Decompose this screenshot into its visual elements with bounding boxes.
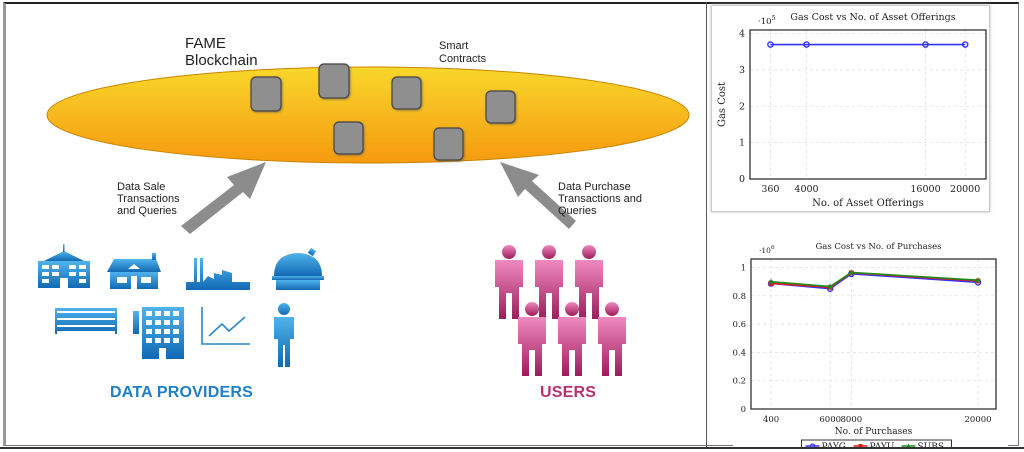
plot-area-frame bbox=[750, 258, 997, 410]
chart-title: Gas Cost vs No. of Purchases bbox=[816, 242, 942, 252]
data-point bbox=[848, 269, 854, 275]
blockchain-label-line: FAME bbox=[185, 35, 226, 52]
x-tick-label: 400 bbox=[763, 415, 779, 425]
y-axis-label: Gas Cost bbox=[717, 82, 728, 127]
x-tick-label: 8000 bbox=[841, 415, 863, 425]
x-tick-label: 360 bbox=[761, 184, 779, 195]
data-point bbox=[803, 41, 810, 48]
y-axis-multiplier: ·106 bbox=[759, 245, 775, 255]
person-icon bbox=[274, 303, 294, 367]
smart-contract-block bbox=[333, 121, 364, 155]
smart-contract-block bbox=[433, 127, 464, 161]
y-tick-label: 0.2 bbox=[733, 377, 746, 387]
data-purchase-label: Data Purchase Transactions and Queries bbox=[558, 181, 642, 217]
y-tick-label: 0.4 bbox=[733, 348, 746, 358]
data-sale-label: Data Sale Transactions and Queries bbox=[117, 181, 180, 217]
x-tick-label: 16000 bbox=[910, 184, 940, 195]
data-point bbox=[767, 41, 774, 48]
smart-contracts-label-line: Smart bbox=[439, 40, 469, 52]
blockchain-label: FAME Blockchain bbox=[185, 35, 258, 69]
data-sale-label-line: Data Sale bbox=[117, 181, 166, 193]
data-sale-label-line: and Queries bbox=[117, 205, 177, 217]
series-subs bbox=[768, 269, 981, 289]
smart-contract-block bbox=[485, 90, 516, 124]
data-point bbox=[922, 41, 929, 48]
panel-divider bbox=[706, 2, 707, 448]
user-person-icon bbox=[518, 302, 546, 376]
x-tick-label: 6000 bbox=[819, 415, 841, 425]
observatory-icon bbox=[272, 247, 324, 290]
user-person-icon bbox=[575, 245, 603, 319]
y-tick-label: 0.8 bbox=[733, 292, 746, 302]
x-axis-label: No. of Asset Offerings bbox=[812, 198, 924, 209]
y-tick-label: 0 bbox=[741, 405, 746, 415]
smart-contract-block bbox=[250, 76, 282, 112]
y-axis-multiplier: ·105 bbox=[758, 14, 776, 27]
data-providers-title: DATA PROVIDERS bbox=[110, 384, 253, 401]
user-person-icon bbox=[598, 302, 626, 376]
architecture-diagram bbox=[38, 63, 690, 376]
x-axis-label: No. of Purchases bbox=[835, 427, 913, 437]
y-tick-label: 0.6 bbox=[733, 320, 746, 330]
asset-offerings-chart: 360 4000 16000 20000 0 1 2 3 4 ·105 Gas Cost vs No… bbox=[717, 12, 987, 209]
y-tick-label: 2 bbox=[739, 101, 745, 112]
y-tick-label: 1 bbox=[741, 263, 746, 273]
data-point bbox=[768, 278, 774, 284]
chart-title: Gas Cost vs No. of Asset Offerings bbox=[790, 12, 955, 23]
asset-offerings-chart-panel: 360 4000 16000 20000 0 1 2 3 4 ·105 Gas Cost vs No… bbox=[711, 5, 990, 212]
line-chart-icon bbox=[201, 307, 250, 345]
school-building-icon bbox=[38, 244, 90, 288]
user-person-icon bbox=[495, 245, 523, 319]
data-point bbox=[827, 283, 833, 289]
data-purchase-label-line: Data Purchase bbox=[558, 181, 631, 193]
apartment-block-icon bbox=[55, 308, 117, 334]
x-tick-label: 20000 bbox=[950, 184, 980, 195]
chart-legend: PAYGPAYUSUBS bbox=[801, 439, 952, 452]
series-line bbox=[770, 273, 979, 290]
x-tick-label: 20000 bbox=[965, 415, 992, 425]
series-gas-cost bbox=[767, 41, 969, 48]
x-tick-label: 4000 bbox=[794, 184, 818, 195]
legend-marker bbox=[858, 444, 863, 448]
figure-frame bbox=[3, 2, 1019, 446]
provider-icons bbox=[38, 244, 324, 367]
data-point bbox=[975, 277, 981, 283]
users-title: USERS bbox=[540, 384, 597, 401]
y-tick-label: 1 bbox=[739, 138, 745, 149]
office-tower-icon bbox=[133, 307, 184, 359]
series-line bbox=[770, 271, 979, 288]
bottom-border bbox=[0, 447, 1024, 449]
smart-contract-block bbox=[391, 76, 422, 110]
data-sale-arrow bbox=[181, 162, 266, 234]
data-purchase-label-line: Queries bbox=[558, 205, 597, 217]
smart-contract-block bbox=[318, 63, 350, 99]
y-tick-label: 3 bbox=[739, 65, 745, 76]
house-icon bbox=[107, 253, 161, 289]
y-tick-label: 4 bbox=[739, 29, 745, 40]
user-person-icon bbox=[558, 302, 586, 376]
blockchain-ellipse bbox=[46, 66, 690, 164]
legend-marker bbox=[906, 443, 911, 448]
smart-contracts-label: Smart Contracts bbox=[439, 40, 486, 66]
data-purchase-arrow bbox=[500, 162, 576, 229]
plot-area-frame bbox=[749, 29, 987, 180]
y-tick-label: 0 bbox=[739, 174, 745, 185]
data-sale-label-line: Transactions bbox=[117, 193, 180, 205]
user-icons bbox=[495, 245, 626, 376]
blockchain-label-line: Blockchain bbox=[185, 52, 258, 69]
factory-icon bbox=[186, 258, 250, 290]
data-point bbox=[961, 41, 969, 48]
smart-contracts bbox=[250, 63, 516, 161]
smart-contracts-label-line: Contracts bbox=[439, 53, 487, 65]
data-purchase-label-line: Transactions and bbox=[558, 193, 642, 205]
user-person-icon bbox=[535, 245, 563, 319]
